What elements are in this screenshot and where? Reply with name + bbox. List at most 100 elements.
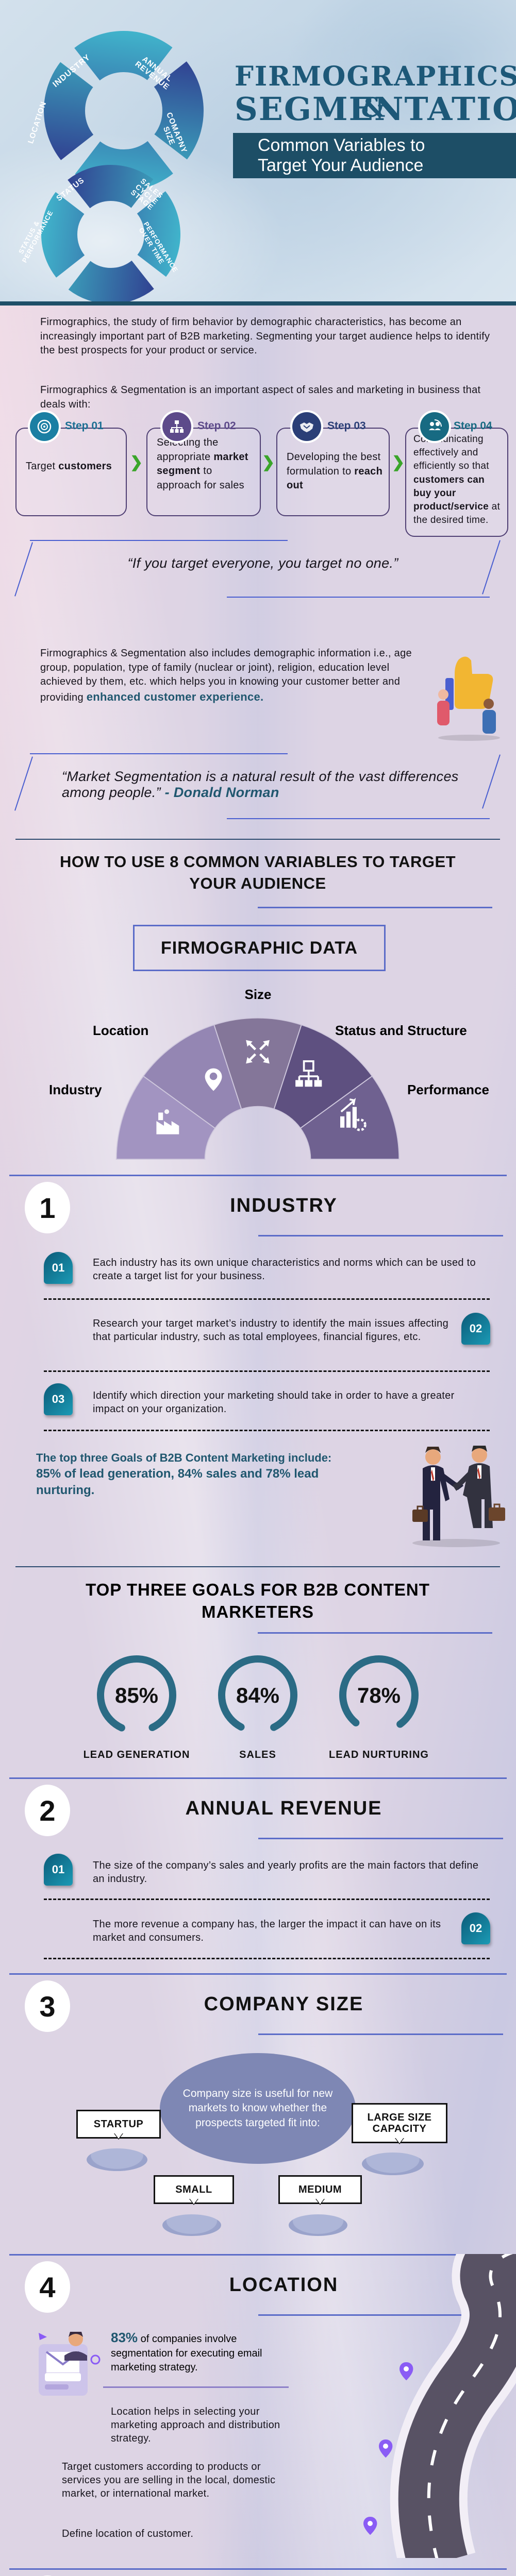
step1-text: Target — [26, 461, 59, 472]
step4-text-bold: customers can buy your product/service — [413, 474, 489, 513]
item-badge: 03 — [44, 1383, 73, 1415]
step2-label: Step 02 — [197, 420, 236, 432]
section-title: SALES CYCLE STAGE — [72, 2568, 495, 2576]
subtitle-line1: Common Variables to — [258, 135, 425, 155]
section-number: 1 — [25, 1182, 70, 1233]
factory-icon — [156, 1109, 179, 1134]
chevron-right-icon: ❯ — [130, 454, 143, 471]
road-illustration — [363, 2254, 516, 2558]
divider — [9, 1777, 507, 1779]
donut-lead-nurturing: 78% — [339, 1655, 419, 1735]
goals-note-line1: The top three Goals of B2B Content Marke… — [36, 1451, 332, 1464]
goals-note-accent: 85% of lead generation, 84% sales and 78… — [36, 1466, 319, 1498]
section-number: 3 — [25, 1980, 70, 2032]
heading-underline — [258, 907, 492, 908]
header: INDUSTRY ANNUAL REVENUE COMAPNY SIZE LOC… — [0, 0, 516, 301]
dashed-connector — [44, 1430, 490, 1431]
medium-label: MEDIUM — [278, 2175, 362, 2204]
gauge-label-industry: Industry — [49, 1082, 102, 1097]
location-stat-text: of companies involve segmentation for ex… — [111, 2333, 262, 2374]
main-title-line2: SEGMENTATION — [235, 90, 516, 128]
section-rule — [15, 1566, 500, 1567]
industry-item2: Research your target market’s industry t… — [93, 1318, 448, 1343]
donut-lead-generation: 85% — [97, 1655, 176, 1735]
quote-line — [227, 818, 490, 819]
map-pin-icon — [363, 2362, 413, 2535]
industry-item3: Identify which direction your marketing … — [93, 1390, 455, 1415]
quote2-author: - Donald Norman — [160, 785, 279, 800]
dashed-connector — [44, 1899, 490, 1900]
step4-text-post: at the desired time. — [413, 501, 501, 526]
item-badge: 02 — [461, 1313, 490, 1345]
section-header-annual-revenue: 2 ANNUAL REVENUE — [0, 1777, 516, 1839]
section-header-industry: 1 INDUSTRY — [0, 1175, 516, 1236]
heading-underline — [258, 1632, 492, 1634]
quote-line — [30, 540, 288, 541]
step4-text: Communicating effectively and efficientl… — [413, 434, 489, 472]
firmographic-data-box: FIRMOGRAPHIC DATA — [133, 925, 386, 971]
firmographic-gauge — [115, 1017, 400, 1160]
divider — [9, 1175, 507, 1176]
revenue-item1: The size of the company’s sales and year… — [93, 1860, 479, 1885]
gauge-label-location: Location — [93, 1023, 149, 1038]
svg-text:78%: 78% — [357, 1683, 401, 1707]
divider — [258, 2314, 503, 2316]
step3-label: Step 03 — [327, 420, 366, 432]
expand-arrows-icon — [246, 1040, 270, 1064]
gauge-label-status-structure: Status and Structure — [335, 1023, 467, 1038]
section-header-location: 4 LOCATION — [0, 2254, 516, 2316]
org-chart-icon — [295, 1060, 322, 1087]
large-platform — [362, 2153, 424, 2181]
divider — [9, 1973, 507, 1975]
dashed-connector — [44, 1958, 490, 1959]
svg-text:85%: 85% — [115, 1683, 158, 1707]
large-size-label: LARGE SIZE CAPACITY — [352, 2103, 447, 2143]
step2-text-bold: market segment — [157, 451, 248, 477]
quote-slash — [14, 542, 33, 597]
svg-text:84%: 84% — [236, 1683, 279, 1707]
section-number: 2 — [25, 1785, 70, 1836]
section-rule — [15, 839, 500, 840]
variables-cycle-diagram — [41, 31, 204, 301]
step3-card: Developing the best formulation to reach… — [276, 428, 390, 516]
small-platform — [162, 2214, 221, 2242]
dashed-connector — [44, 1298, 490, 1300]
header-divider — [0, 301, 516, 306]
how-to-heading: HOW TO USE 8 COMMON VARIABLES TO TARGET … — [59, 853, 456, 892]
step1-card: Target customers — [15, 428, 127, 516]
divider — [9, 2568, 507, 2570]
subtitle-banner: Common Variables to Target Your Audience — [233, 133, 516, 178]
gauge-label-size: Size — [244, 987, 272, 1002]
section-title: LOCATION — [229, 2274, 339, 2296]
item-badge: 02 — [461, 1912, 490, 1944]
section-header-sales-cycle: 5 SALES CYCLE STAGE — [0, 2568, 516, 2576]
section-header-company-size: 3 COMPANY SIZE — [0, 1973, 516, 2035]
step3-text-bold: reach out — [287, 465, 383, 492]
startup-platform — [87, 2148, 147, 2177]
gauge-label-performance: Performance — [407, 1082, 489, 1097]
company-size-bubble: Company size is useful for new markets t… — [160, 2053, 356, 2164]
donut-sales: 84% — [218, 1655, 297, 1735]
location-item4: Define location of customer. — [62, 2528, 194, 2539]
section-title: INDUSTRY — [230, 1194, 338, 1216]
item-badge: 01 — [44, 1854, 73, 1886]
donut-label: LEAD GENERATION — [83, 1749, 190, 1760]
stat-underline — [103, 2386, 289, 2388]
quote-line — [227, 597, 490, 598]
thumbs-up-illustration — [437, 656, 500, 741]
location-item3: Target customers according to products o… — [62, 2461, 276, 2499]
divider — [258, 2033, 503, 2035]
subtitle-line2: Target Your Audience — [258, 156, 424, 175]
handshake-icon — [292, 412, 321, 441]
step4-label: Step 04 — [454, 420, 492, 432]
step2-text: Selecting the appropriate — [157, 437, 219, 463]
revenue-item2: The more revenue a company has, the larg… — [93, 1919, 441, 1943]
step2-text-post: to approach for sales — [157, 465, 244, 491]
step1-text-bold: customers — [58, 461, 112, 472]
section-title: ANNUAL REVENUE — [185, 1797, 382, 1819]
small-label: SMALL — [154, 2175, 234, 2204]
about-accent: enhanced customer experience. — [86, 690, 264, 703]
email-marketing-illustration — [39, 2332, 101, 2396]
map-pin-icon — [205, 1068, 222, 1091]
